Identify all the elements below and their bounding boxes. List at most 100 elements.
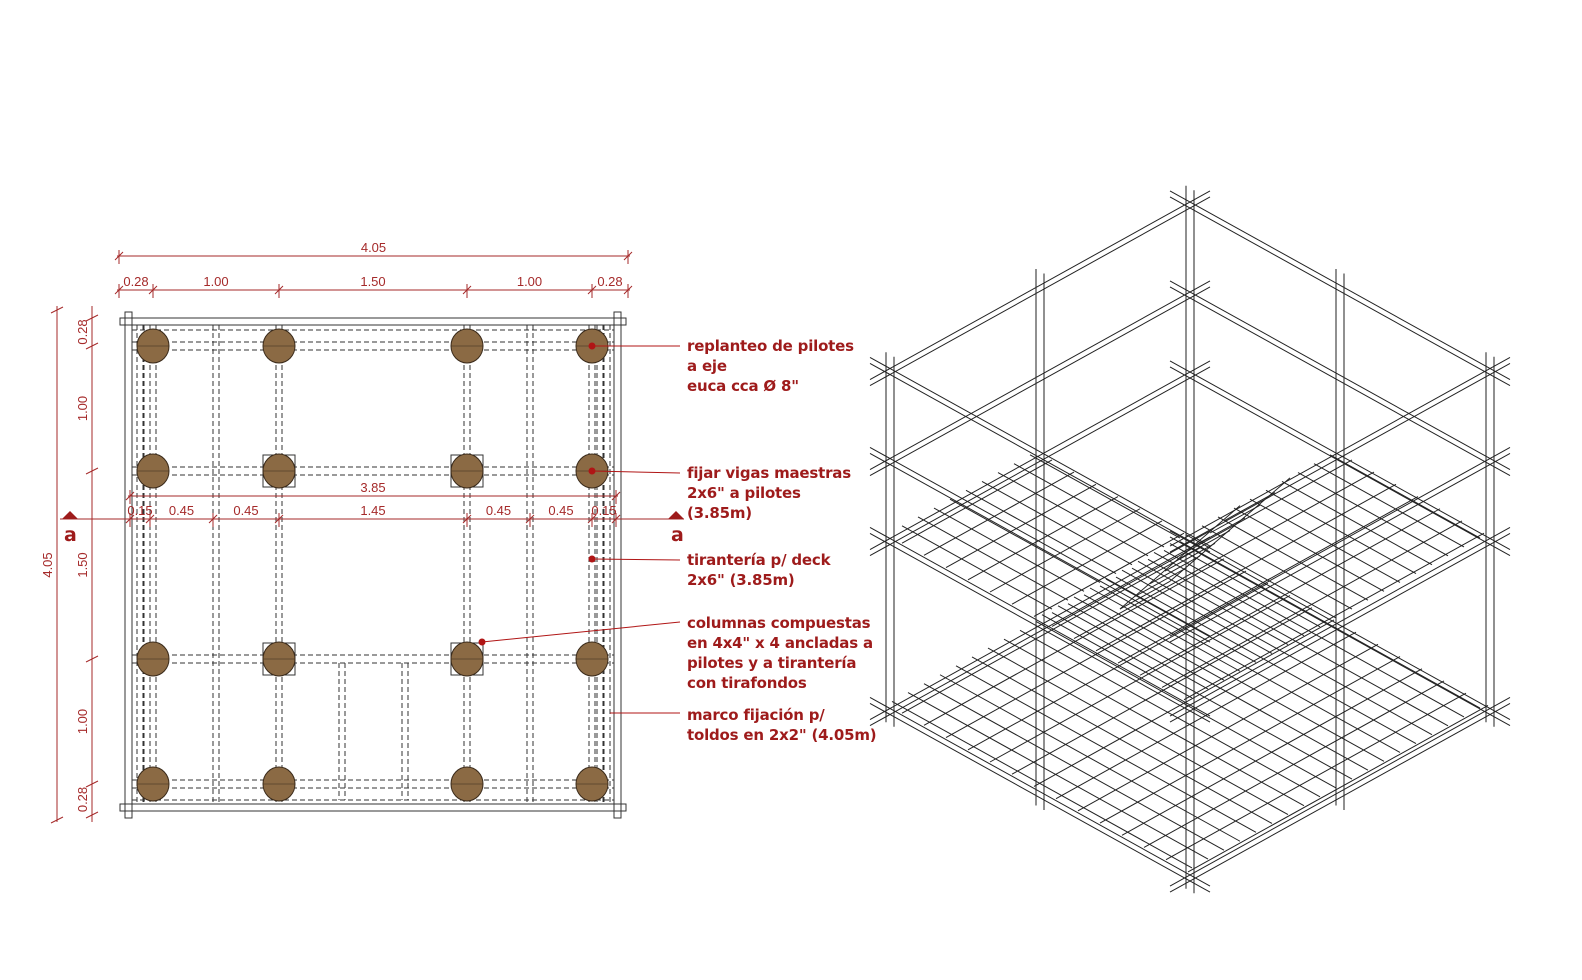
structure-frame xyxy=(119,311,627,819)
deck-board xyxy=(1201,525,1353,610)
dim-total-left-tick xyxy=(50,816,64,824)
beam xyxy=(1169,526,1511,717)
dim-top-label: 1.50 xyxy=(360,274,385,289)
deck-board xyxy=(1121,569,1273,654)
deck-board xyxy=(997,472,1149,557)
deck-board xyxy=(933,507,1085,592)
deck-board xyxy=(1035,621,1337,789)
stair-step xyxy=(1224,492,1276,521)
stair-step xyxy=(1194,517,1246,547)
deck-board xyxy=(1041,614,1193,699)
dim-left-tick xyxy=(85,342,99,350)
beam xyxy=(869,452,1211,643)
deck-board xyxy=(901,525,1053,610)
deck-board xyxy=(955,665,1257,833)
deck-board xyxy=(987,647,1289,816)
leader-line xyxy=(591,470,681,474)
beam xyxy=(1169,366,1511,557)
beam xyxy=(1169,286,1511,477)
stair-stringer xyxy=(1119,505,1241,610)
deck-board xyxy=(1313,463,1465,548)
beam xyxy=(1169,530,1511,721)
deck-board xyxy=(971,656,1273,824)
deck-joist xyxy=(1033,532,1185,617)
beam xyxy=(1169,446,1511,637)
deck-joist xyxy=(967,496,1119,581)
beam xyxy=(1169,452,1511,643)
beam xyxy=(869,532,1211,723)
deck-board xyxy=(907,692,1209,860)
deck-board xyxy=(1249,498,1401,583)
frame-right xyxy=(613,311,622,819)
dim-joists-label: 0.45 xyxy=(548,503,573,518)
beam xyxy=(869,530,1211,721)
deck-board xyxy=(1137,560,1289,646)
deck-joist xyxy=(1187,704,1489,873)
frame-top xyxy=(119,317,627,326)
stair-step xyxy=(1134,568,1186,597)
dim-left-tick xyxy=(85,467,99,475)
deck-board xyxy=(1115,576,1417,745)
beam xyxy=(1169,532,1511,723)
deck-joist xyxy=(923,471,1075,556)
dim-joists-label: 1.45 xyxy=(360,503,385,518)
beam xyxy=(869,196,1211,387)
note-vigas: fijar vigas maestras 2x6" a pilotes (3.8… xyxy=(687,464,851,522)
deck-board xyxy=(1003,638,1305,807)
stair-step xyxy=(1119,580,1171,610)
dim-total-top-label: 4.05 xyxy=(361,240,386,255)
deck-joist xyxy=(945,483,1097,569)
deck-board xyxy=(917,516,1069,601)
dim-left-label: 1.00 xyxy=(75,396,90,421)
deck-board xyxy=(1105,578,1257,663)
deck-board xyxy=(1185,534,1337,619)
beam xyxy=(869,360,1211,551)
beam xyxy=(1169,362,1511,553)
dim-joists-label: 0.45 xyxy=(486,503,511,518)
dim-left-tick xyxy=(85,655,99,663)
note-marco: marco fijación p/ toldos en 2x2" (4.05m) xyxy=(687,706,877,744)
dim-left-tick xyxy=(85,811,99,819)
stair-step xyxy=(1179,530,1231,559)
deck-board xyxy=(939,674,1241,842)
beam xyxy=(1169,280,1511,471)
deck-board xyxy=(1265,489,1417,575)
beam xyxy=(869,362,1211,553)
beam xyxy=(869,190,1211,381)
section-arrow-left xyxy=(62,511,78,519)
beam xyxy=(869,286,1211,477)
dim-left-label: 0.28 xyxy=(75,787,90,812)
deck-board xyxy=(1131,567,1433,736)
deck-board xyxy=(1179,541,1481,709)
deck-board xyxy=(1233,507,1385,592)
beam xyxy=(1169,702,1511,893)
deck-board xyxy=(1163,549,1465,718)
beam xyxy=(869,702,1211,893)
dim-left-label: 1.00 xyxy=(75,709,90,734)
deck-board xyxy=(1029,454,1181,539)
stair-step xyxy=(1164,542,1216,572)
leader-line xyxy=(591,558,681,561)
beam xyxy=(869,280,1211,471)
dim-beam-label: 3.85 xyxy=(360,480,385,495)
beam xyxy=(1169,360,1511,551)
isometric-view xyxy=(869,185,1511,894)
dim-left-label: 1.50 xyxy=(75,552,90,577)
piles xyxy=(136,328,609,802)
deck-board xyxy=(1281,481,1433,566)
deck-board xyxy=(1051,612,1353,780)
deck-board xyxy=(1217,516,1369,601)
deck-board xyxy=(1073,596,1225,681)
deck-board xyxy=(949,498,1101,583)
beam xyxy=(1169,196,1511,387)
section-mark-right: a xyxy=(671,524,684,546)
deck-board xyxy=(1013,463,1165,548)
beam xyxy=(869,536,1211,727)
beam xyxy=(1169,356,1511,547)
deck-board xyxy=(1297,472,1449,557)
dim-joists-label: 0.45 xyxy=(233,503,258,518)
leader-line xyxy=(481,621,681,643)
note-columnas: columnas compuestas en 4x4" x 4 ancladas… xyxy=(687,614,873,692)
